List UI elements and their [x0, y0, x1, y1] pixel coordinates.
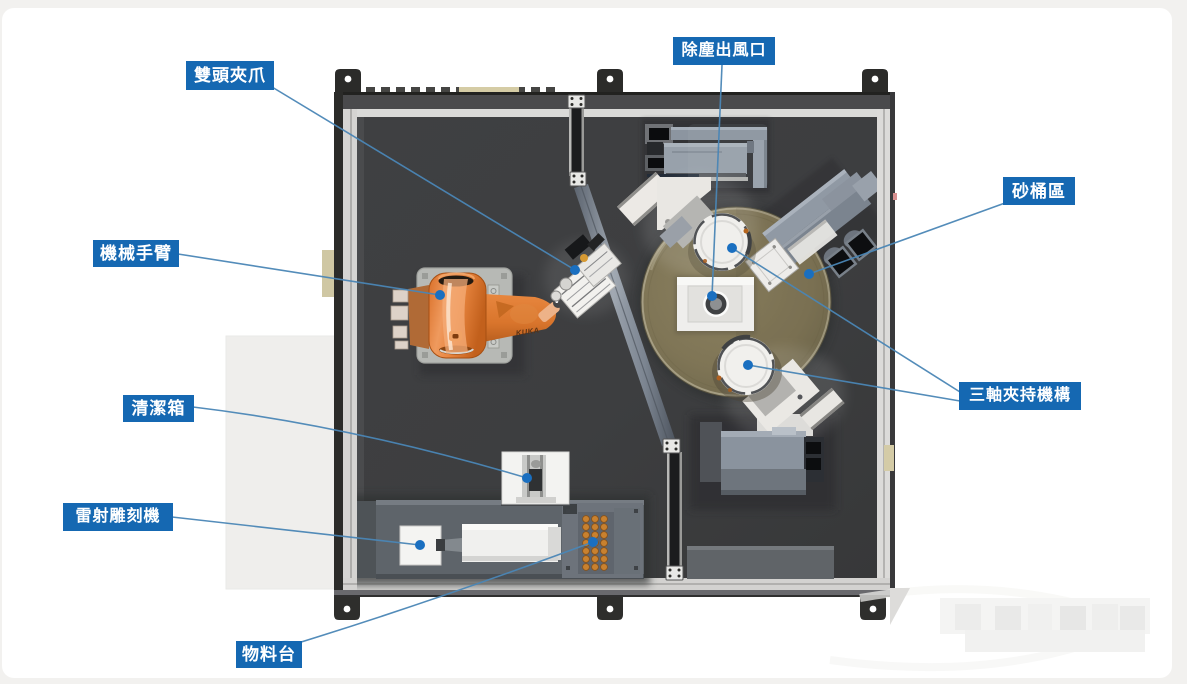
callout-three-axis-clamp: 三軸夾持機構 — [959, 382, 1081, 410]
dot-material-table — [588, 537, 598, 547]
dot-three-axis-clamp-a — [727, 243, 737, 253]
callout-cleaning-box: 清潔箱 — [123, 395, 194, 422]
callout-lines — [171, 64, 1006, 644]
line-three-axis-clamp-b — [747, 364, 961, 402]
line-three-axis-clamp-a — [731, 247, 961, 393]
callout-double-head-gripper: 雙頭夾爪 — [186, 61, 274, 90]
sand-bucket-station — [744, 169, 877, 293]
top-rail-hinge — [459, 87, 519, 94]
callout-dots — [415, 243, 814, 550]
callout-laser-engraver: 雷射雕刻機 — [63, 503, 173, 531]
clamp-unit-bottom — [712, 334, 845, 443]
line-laser-engraver — [171, 516, 421, 546]
dot-laser-engraver — [415, 540, 425, 550]
cleaning-box — [501, 451, 570, 506]
dot-three-axis-clamp-b — [743, 360, 753, 370]
material-table-tray — [562, 503, 643, 578]
dust-outlet-plate — [675, 276, 756, 334]
enclosure-interior: KUKA — [357, 94, 877, 585]
material-slots — [582, 515, 608, 571]
right-frame-hinge — [884, 445, 894, 471]
line-material-table — [297, 541, 594, 644]
mounting-bracket-row-top — [335, 69, 888, 93]
robot-brand-text: KUKA — [515, 325, 540, 337]
line-robot-arm — [177, 253, 441, 296]
dot-cleaning-box — [522, 473, 532, 483]
dot-sand-bucket — [804, 269, 814, 279]
frame-red-mark — [893, 193, 897, 200]
floor-cabinet — [687, 546, 834, 579]
callout-robot-arm: 機械手臂 — [93, 240, 179, 267]
callout-dust-outlet: 除塵出風口 — [673, 37, 775, 65]
top-equipment-unit — [645, 124, 768, 188]
line-cleaning-box — [192, 406, 528, 479]
mounting-bracket-row-bottom — [334, 595, 886, 620]
bottom-right-equipment — [700, 422, 824, 495]
beam-joint-marks — [570, 97, 681, 578]
exterior-side-panel — [225, 335, 346, 590]
line-sand-bucket — [808, 202, 1006, 275]
line-dust-outlet — [711, 64, 723, 297]
dot-double-head-gripper — [570, 265, 580, 275]
watermark-mosaic — [829, 585, 1150, 672]
dot-robot-arm — [435, 290, 445, 300]
callout-sand-bucket-area: 砂桶區 — [1003, 177, 1075, 205]
line-double-head-gripper — [271, 86, 576, 271]
laser-engraver-machine — [399, 524, 561, 566]
left-frame-hinge — [322, 250, 334, 297]
callout-material-table: 物料台 — [236, 641, 302, 668]
clamp-plate-right — [744, 237, 800, 293]
dot-dust-outlet — [707, 291, 717, 301]
